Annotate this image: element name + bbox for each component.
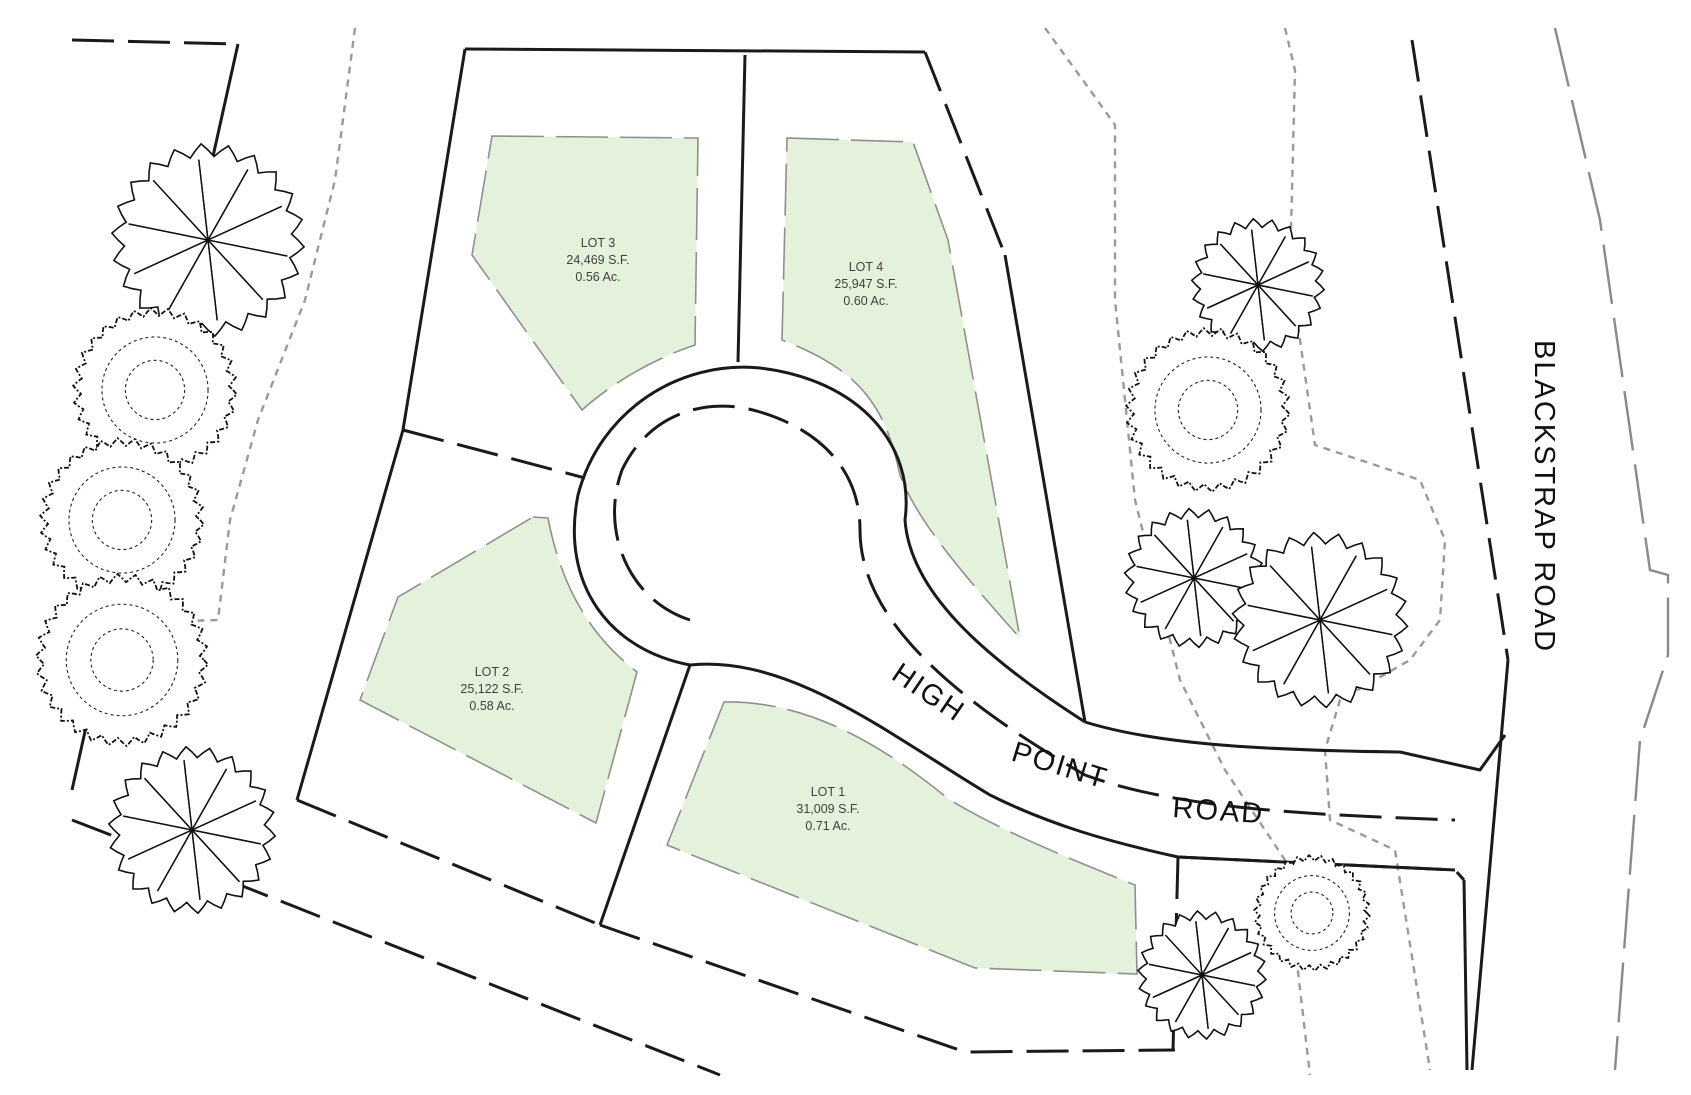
road-centerline: [613, 404, 1456, 822]
lot-2-area-sf: 25,122 S.F.: [460, 682, 523, 696]
lot-2-envelope: [359, 516, 638, 825]
blackstrap-road-label: BLACKSTRAP ROAD: [1528, 340, 1560, 653]
shrub-cluster-icon: [1253, 854, 1371, 972]
high-label: HIGH: [886, 657, 971, 729]
road-south-edge: [689, 662, 1456, 872]
lot-1-envelope: [665, 701, 1138, 975]
shrub-cluster-icon: [34, 572, 210, 748]
lot-4-envelope: [781, 137, 1022, 641]
lot-4-area-ac: 0.60 Ac.: [843, 294, 888, 308]
trees: [34, 142, 1409, 1041]
lot-3-area-ac: 0.56 Ac.: [575, 270, 620, 284]
deciduous-tree-icon: [1190, 217, 1326, 353]
road-label: ROAD: [1172, 792, 1266, 830]
blackstrap-road-edge: [1553, 27, 1670, 1071]
deciduous-tree-icon: [1123, 507, 1265, 649]
lot-4-area-sf: 25,947 S.F.: [834, 277, 897, 291]
deciduous-tree-icon: [107, 745, 277, 915]
shrub-cluster-icon: [71, 306, 239, 474]
shrub-cluster-icon: [1124, 326, 1292, 494]
road-north-edge: [1084, 720, 1507, 772]
property-lines: [70, 38, 1510, 1077]
lot-2-label: LOT 2: [475, 665, 510, 679]
high-point-road: [572, 365, 1507, 872]
point-label: POINT: [1008, 736, 1112, 795]
lot-3-envelope: [471, 135, 699, 412]
shrub-cluster-icon: [38, 436, 206, 604]
lot-3-label: LOT 3: [581, 236, 616, 250]
building-envelopes: [359, 135, 1138, 975]
lot-1-label: LOT 1: [811, 785, 846, 799]
easement-lines: [69, 27, 1447, 1076]
lot-1-area-sf: 31,009 S.F.: [796, 802, 859, 816]
lot-1-area-ac: 0.71 Ac.: [805, 819, 850, 833]
deciduous-tree-icon: [1231, 531, 1409, 709]
lot-3-area-sf: 24,469 S.F.: [566, 253, 629, 267]
deciduous-tree-icon: [110, 142, 306, 338]
lot-2-area-ac: 0.58 Ac.: [469, 699, 514, 713]
lot-4-label: LOT 4: [849, 260, 884, 274]
cul-de-sac: [572, 365, 1086, 724]
lot-labels: LOT 3 24,469 S.F. 0.56 Ac. LOT 4 25,947 …: [460, 236, 897, 833]
deciduous-tree-icon: [1136, 909, 1268, 1041]
